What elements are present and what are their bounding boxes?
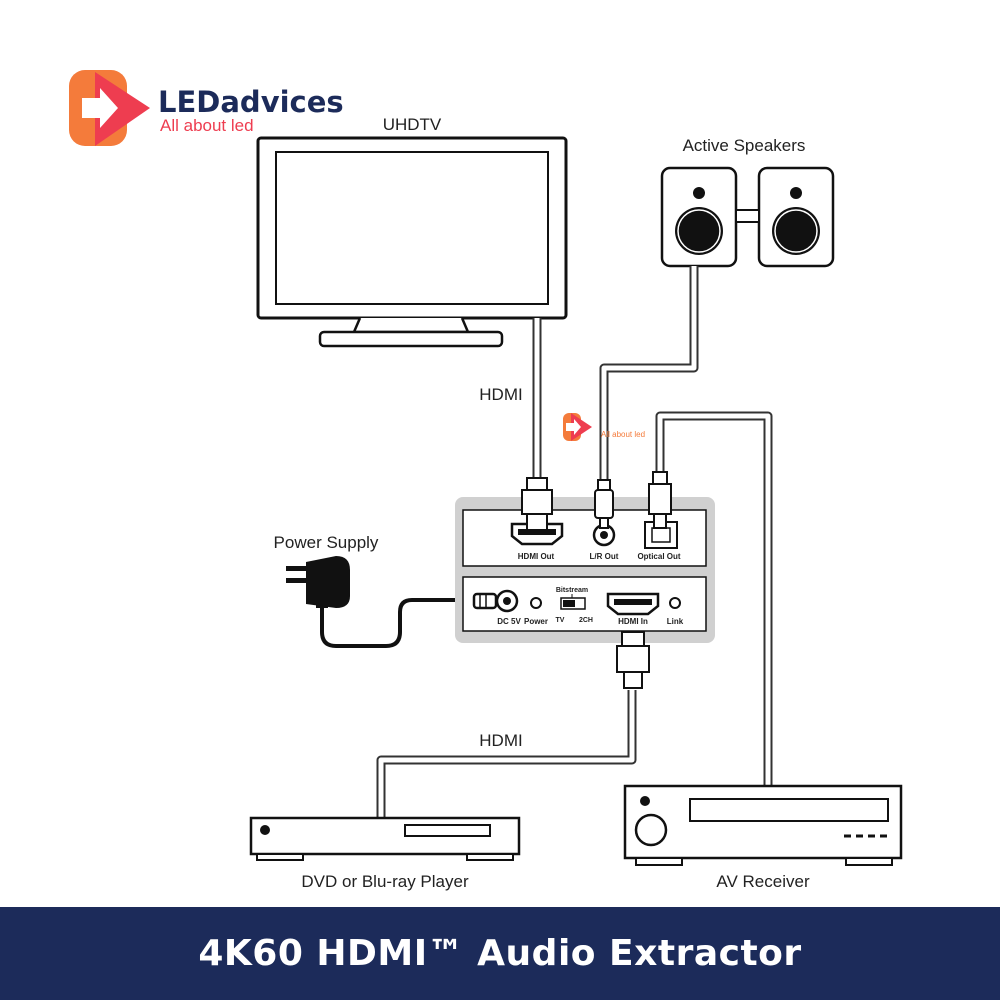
link-led (669, 597, 681, 609)
cable-speakers-lr (599, 266, 699, 480)
uhdtv (256, 136, 568, 348)
watermark-logo: All about led (563, 413, 645, 441)
brand-tagline: All about led (160, 116, 254, 135)
footer-banner: 4K60 HDMI™ Audio Extractor (0, 907, 1000, 1000)
switch-tv-label: TV (556, 617, 565, 624)
av-receiver-label: AV Receiver (716, 872, 810, 891)
optical-out-plug (648, 471, 672, 529)
hdmi-out-label: HDMI Out (518, 552, 555, 561)
optical-out-label: Optical Out (637, 552, 680, 561)
dvd-bluray-player (249, 816, 521, 861)
link-label: Link (667, 617, 684, 626)
brand-play-icon (69, 70, 150, 146)
hdmi-in-port (606, 592, 660, 616)
cable-player-hdmi (376, 690, 637, 818)
dvd-bluray-player-label: DVD or Blu-ray Player (301, 872, 469, 891)
hdmi-in-plug (616, 631, 650, 689)
brand-name: LEDadvices (158, 85, 344, 119)
dc-5v-label: DC 5V (497, 617, 521, 626)
av-receiver (623, 784, 903, 866)
watermark-tagline: All about led (601, 430, 645, 439)
footer-title: 4K60 HDMI™ Audio Extractor (198, 933, 802, 974)
player-hdmi-cable-label: HDMI (479, 731, 522, 750)
dc-plug (472, 592, 498, 610)
active-speakers (660, 166, 835, 268)
power-label: Power (524, 617, 548, 626)
power-supply-label: Power Supply (274, 533, 379, 552)
active-speakers-label: Active Speakers (683, 136, 806, 155)
cable-optical-receiver (655, 411, 773, 786)
bitstream-switch (560, 594, 586, 610)
hdmi-in-label: HDMI In (618, 617, 648, 626)
hdmi-out-port (510, 522, 564, 546)
power-led (530, 597, 542, 609)
tv-hdmi-cable-label: HDMI (479, 385, 522, 404)
cable-power (320, 598, 476, 648)
power-supply-adapter (286, 556, 350, 608)
lr-out-plug (594, 479, 614, 529)
switch-2ch-label: 2CH (579, 617, 593, 624)
bitstream-label: Bitstream (556, 587, 588, 594)
lr-out-label: L/R Out (590, 552, 619, 561)
hdmi-out-plug (521, 477, 553, 531)
dc-5v-port (495, 589, 519, 613)
brand-logo: LEDadvices All about led (69, 70, 344, 146)
uhdtv-label: UHDTV (383, 115, 442, 134)
